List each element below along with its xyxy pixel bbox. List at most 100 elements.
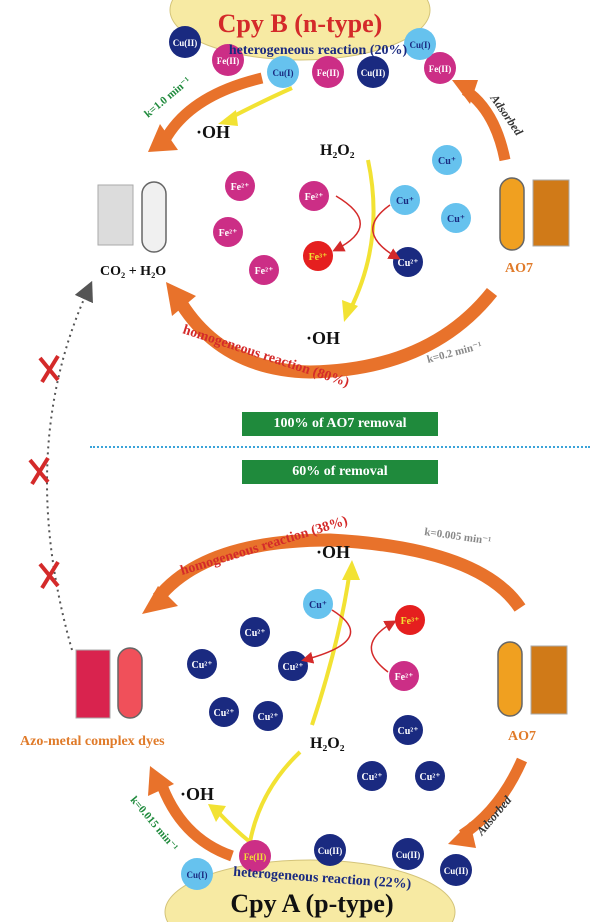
cpyb-dye-tubes (499, 177, 570, 251)
site-label: Cu(II) (173, 38, 198, 48)
ion-cu2 (253, 701, 283, 731)
site-fe2 (239, 840, 271, 872)
ion-label: Cu²⁺ (191, 660, 212, 671)
yellow-arrowhead (218, 110, 238, 126)
cpyb-products: CO₂ + H₂O (100, 264, 166, 279)
ion-fe2 (213, 217, 243, 247)
test-tube (117, 647, 143, 719)
blocked-mineralization-path (46, 280, 93, 651)
removal-banner-full: 100% of AO7 removal (242, 412, 438, 436)
cpyb-title: Cpy B (n-type) (218, 9, 383, 38)
cpya-oh-left: ·OH (180, 784, 214, 804)
cuvette-photo (97, 184, 134, 246)
ion-label: Cu⁺ (438, 156, 456, 167)
site-label: Fe(II) (317, 68, 340, 78)
ion-cu2 (187, 649, 217, 679)
ion-cu2 (278, 651, 308, 681)
ion-label: Cu²⁺ (257, 712, 278, 723)
cpya-title: Cpy A (p-type) (230, 889, 393, 918)
cross-icon (28, 456, 50, 486)
cpya-oh-top: ·OH (316, 542, 350, 562)
site-cu1 (404, 28, 436, 60)
orange-arrowhead (142, 586, 178, 614)
orange-arrowhead (166, 282, 196, 316)
ion-label: Fe²⁺ (395, 672, 414, 683)
removal-banner-partial: 60% of removal (242, 460, 438, 484)
site-label: Cu(I) (272, 68, 293, 78)
site-cu2 (392, 838, 424, 870)
site-label: Cu(II) (361, 68, 386, 78)
ion-fe3 (303, 241, 333, 271)
ion-label: Cu⁺ (309, 600, 327, 611)
site-label: Cu(II) (444, 866, 469, 876)
yellow-arrowhead (208, 804, 226, 822)
redox-arrow (370, 620, 397, 673)
cpya-dye-tubes (497, 641, 568, 717)
cpyb-ions: Fe²⁺ Fe²⁺ Fe²⁺ Fe²⁺ Fe³⁺ Cu⁺ Cu⁺ Cu⁺ Cu²… (213, 145, 471, 285)
orange-arrow-top-left (160, 72, 264, 143)
test-tube (497, 641, 523, 717)
ion-cu2 (209, 697, 239, 727)
ion-cu2 (393, 715, 423, 745)
cross-icon (38, 354, 60, 384)
ion-cu2 (240, 617, 270, 647)
cuvette-photo (530, 645, 568, 715)
cpya-surface-sites: Cu(I) Fe(II) Cu(II) Cu(II) Cu(II) (181, 834, 472, 890)
test-tube (141, 181, 167, 253)
site-label: Cu(II) (318, 846, 343, 856)
ion-cu-plus (303, 589, 333, 619)
orange-arrow-homo-top (172, 287, 498, 379)
redox-arrow (372, 204, 401, 260)
ion-label: Fe²⁺ (255, 266, 274, 277)
cpya-support (164, 859, 456, 922)
site-cu1 (181, 858, 213, 890)
ion-label: Cu²⁺ (397, 726, 418, 737)
cpyb-dye: AO7 (505, 261, 533, 276)
yellow-arrowhead (342, 300, 358, 322)
site-label: Fe(II) (217, 56, 240, 66)
site-label: Fe(II) (244, 852, 267, 862)
ion-cu-plus (390, 185, 420, 215)
ion-label: Cu²⁺ (419, 772, 440, 783)
site-fe2 (424, 52, 456, 84)
ion-cu-plus (441, 203, 471, 233)
orange-arrowhead (452, 80, 478, 104)
redox-arrow (301, 609, 352, 664)
ion-label: Fe²⁺ (231, 182, 250, 193)
orange-arrowhead (448, 822, 476, 848)
cpyb-hetero-label: heterogeneous reaction (20%) (229, 43, 408, 58)
site-fe2 (312, 56, 344, 88)
ion-cu-plus (432, 145, 462, 175)
ion-fe2 (299, 181, 329, 211)
site-fe2 (212, 44, 244, 76)
site-label: Cu(I) (409, 40, 430, 50)
cuvette-photo (75, 649, 111, 719)
ion-label: Fe³⁺ (401, 616, 420, 627)
ion-fe2 (249, 255, 279, 285)
divider-line (90, 446, 590, 448)
cross-icon (38, 560, 60, 590)
yellow-arrow-up (310, 569, 352, 726)
ion-label: Cu⁺ (447, 214, 465, 225)
ion-label: Fe³⁺ (309, 252, 328, 263)
ion-fe2 (389, 661, 419, 691)
site-label: Fe(II) (429, 64, 452, 74)
cpya-product-tubes (75, 647, 143, 719)
ion-cu2 (357, 761, 387, 791)
ion-label: Cu²⁺ (361, 772, 382, 783)
cpya-dye: AO7 (508, 729, 536, 744)
ion-label: Fe²⁺ (219, 228, 238, 239)
cpyb-product-tubes (97, 181, 167, 253)
cpyb-oh-bottom: ·OH (306, 328, 340, 348)
yellow-arrow-bottom-left (216, 750, 302, 846)
ion-cu2 (415, 761, 445, 791)
ion-label: Fe²⁺ (305, 192, 324, 203)
cpya-products: Azo-metal complex dyes (20, 734, 165, 749)
test-tube (499, 177, 525, 251)
site-cu2 (357, 56, 389, 88)
redox-arrow (332, 195, 361, 252)
site-label: Cu(II) (396, 850, 421, 860)
orange-arrowhead (148, 766, 174, 796)
yellow-arrow-down (348, 159, 376, 311)
cpya-ions: Cu⁺ Fe³⁺ Fe²⁺ Cu²⁺ Cu²⁺ Cu²⁺ Cu²⁺ Cu²⁺ C… (187, 589, 445, 791)
